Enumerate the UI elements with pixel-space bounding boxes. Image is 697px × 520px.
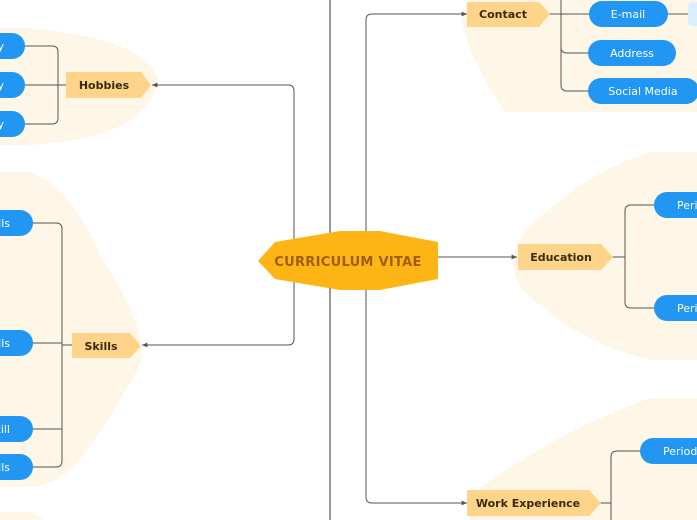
- leaf-education-period-2[interactable]: Peri: [654, 295, 697, 321]
- branch-skills[interactable]: Skills: [72, 333, 141, 358]
- leaf-skill-2[interactable]: lls: [0, 330, 33, 356]
- connector-hobbies: [152, 82, 295, 242]
- branch-skills-label: Skills: [84, 340, 118, 353]
- leaf-education-period-2-label: Peri: [677, 302, 697, 315]
- leaf-hobby-2-pill: [0, 72, 25, 98]
- leaf-address-label: Address: [610, 47, 654, 60]
- leaf-skill-2-label: lls: [0, 337, 10, 350]
- leaf-skill-4[interactable]: lls: [0, 454, 33, 480]
- central-topic-shape: [258, 231, 438, 290]
- leaf-email-pill: [589, 1, 668, 27]
- leaf-work-period-label: Period: [663, 445, 697, 458]
- lower-left-group-background: [0, 512, 44, 520]
- work-leaf-connectors: [600, 450, 640, 520]
- leaf-social-media-label: Social Media: [608, 85, 677, 98]
- leaf-social-media[interactable]: Social Media: [588, 78, 697, 104]
- leaf-skill-1[interactable]: lls: [0, 210, 33, 236]
- central-topic[interactable]: CURRICULUM VITAE: [258, 231, 438, 290]
- connector-skills: [142, 277, 295, 348]
- branch-skills-shape: [72, 333, 141, 358]
- contact-leaf-connectors: [549, 0, 589, 92]
- leaf-skill-4-pill: [0, 454, 33, 480]
- leaf-hobby-3-pill: [0, 111, 25, 137]
- leaf-education-period-1[interactable]: Peri: [654, 192, 697, 218]
- skills-group-background: [0, 172, 142, 487]
- leaf-skill-3[interactable]: kill: [0, 416, 33, 442]
- leaf-skill-3-label: kill: [0, 423, 10, 436]
- leaf-social-media-pill: [588, 78, 697, 104]
- branch-hobbies-shape: [66, 72, 151, 98]
- branch-hobbies[interactable]: Hobbies: [66, 72, 151, 98]
- branch-hobbies-label: Hobbies: [79, 79, 130, 92]
- leaf-hobby-2[interactable]: y: [0, 72, 25, 98]
- central-topic-label: CURRICULUM VITAE: [274, 255, 421, 270]
- leaf-skill-1-label: lls: [0, 217, 10, 230]
- leaf-skill-2-pill: [0, 330, 33, 356]
- branch-work-experience-shape: [467, 490, 601, 516]
- branch-contact-shape: [467, 2, 550, 27]
- leaf-education-period-2-pill: [654, 295, 697, 321]
- branch-contact[interactable]: Contact: [467, 2, 550, 27]
- leaf-hobby-3[interactable]: y: [0, 111, 25, 137]
- branch-education-label: Education: [530, 251, 592, 264]
- branch-education[interactable]: Education: [518, 244, 613, 270]
- leaf-hobby-3-label: y: [0, 118, 4, 131]
- leaf-email-child-partial: [688, 2, 697, 26]
- leaf-hobby-1-label: y: [0, 40, 4, 53]
- leaf-address-pill: [588, 40, 676, 66]
- leaf-work-period-pill: [640, 438, 697, 464]
- education-leaf-connectors: [612, 204, 655, 309]
- leaf-skill-1-pill: [0, 210, 33, 236]
- connector-work: [365, 290, 467, 506]
- leaf-email[interactable]: E-mail: [589, 1, 668, 27]
- skills-leaf-connectors: [30, 222, 72, 468]
- connector-contact: [365, 11, 467, 234]
- leaf-skill-3-pill: [0, 416, 33, 442]
- leaf-hobby-2-label: y: [0, 79, 4, 92]
- leaf-hobby-1-pill: [0, 33, 25, 59]
- branch-work-experience-label: Work Experience: [476, 497, 580, 510]
- leaf-work-period[interactable]: Period: [640, 438, 697, 464]
- leaf-address[interactable]: Address: [588, 40, 676, 66]
- leaf-email-label: E-mail: [611, 8, 646, 21]
- hobbies-leaf-connectors: [25, 45, 66, 125]
- leaf-education-period-1-pill: [654, 192, 697, 218]
- work-group-background: [468, 398, 697, 520]
- leaf-education-period-1-label: Peri: [677, 199, 697, 212]
- leaf-skill-4-label: lls: [0, 461, 10, 474]
- branch-education-shape: [518, 244, 613, 270]
- branch-contact-label: Contact: [479, 8, 527, 21]
- branch-work-experience[interactable]: Work Experience: [467, 490, 601, 516]
- leaf-hobby-1[interactable]: y: [0, 33, 25, 59]
